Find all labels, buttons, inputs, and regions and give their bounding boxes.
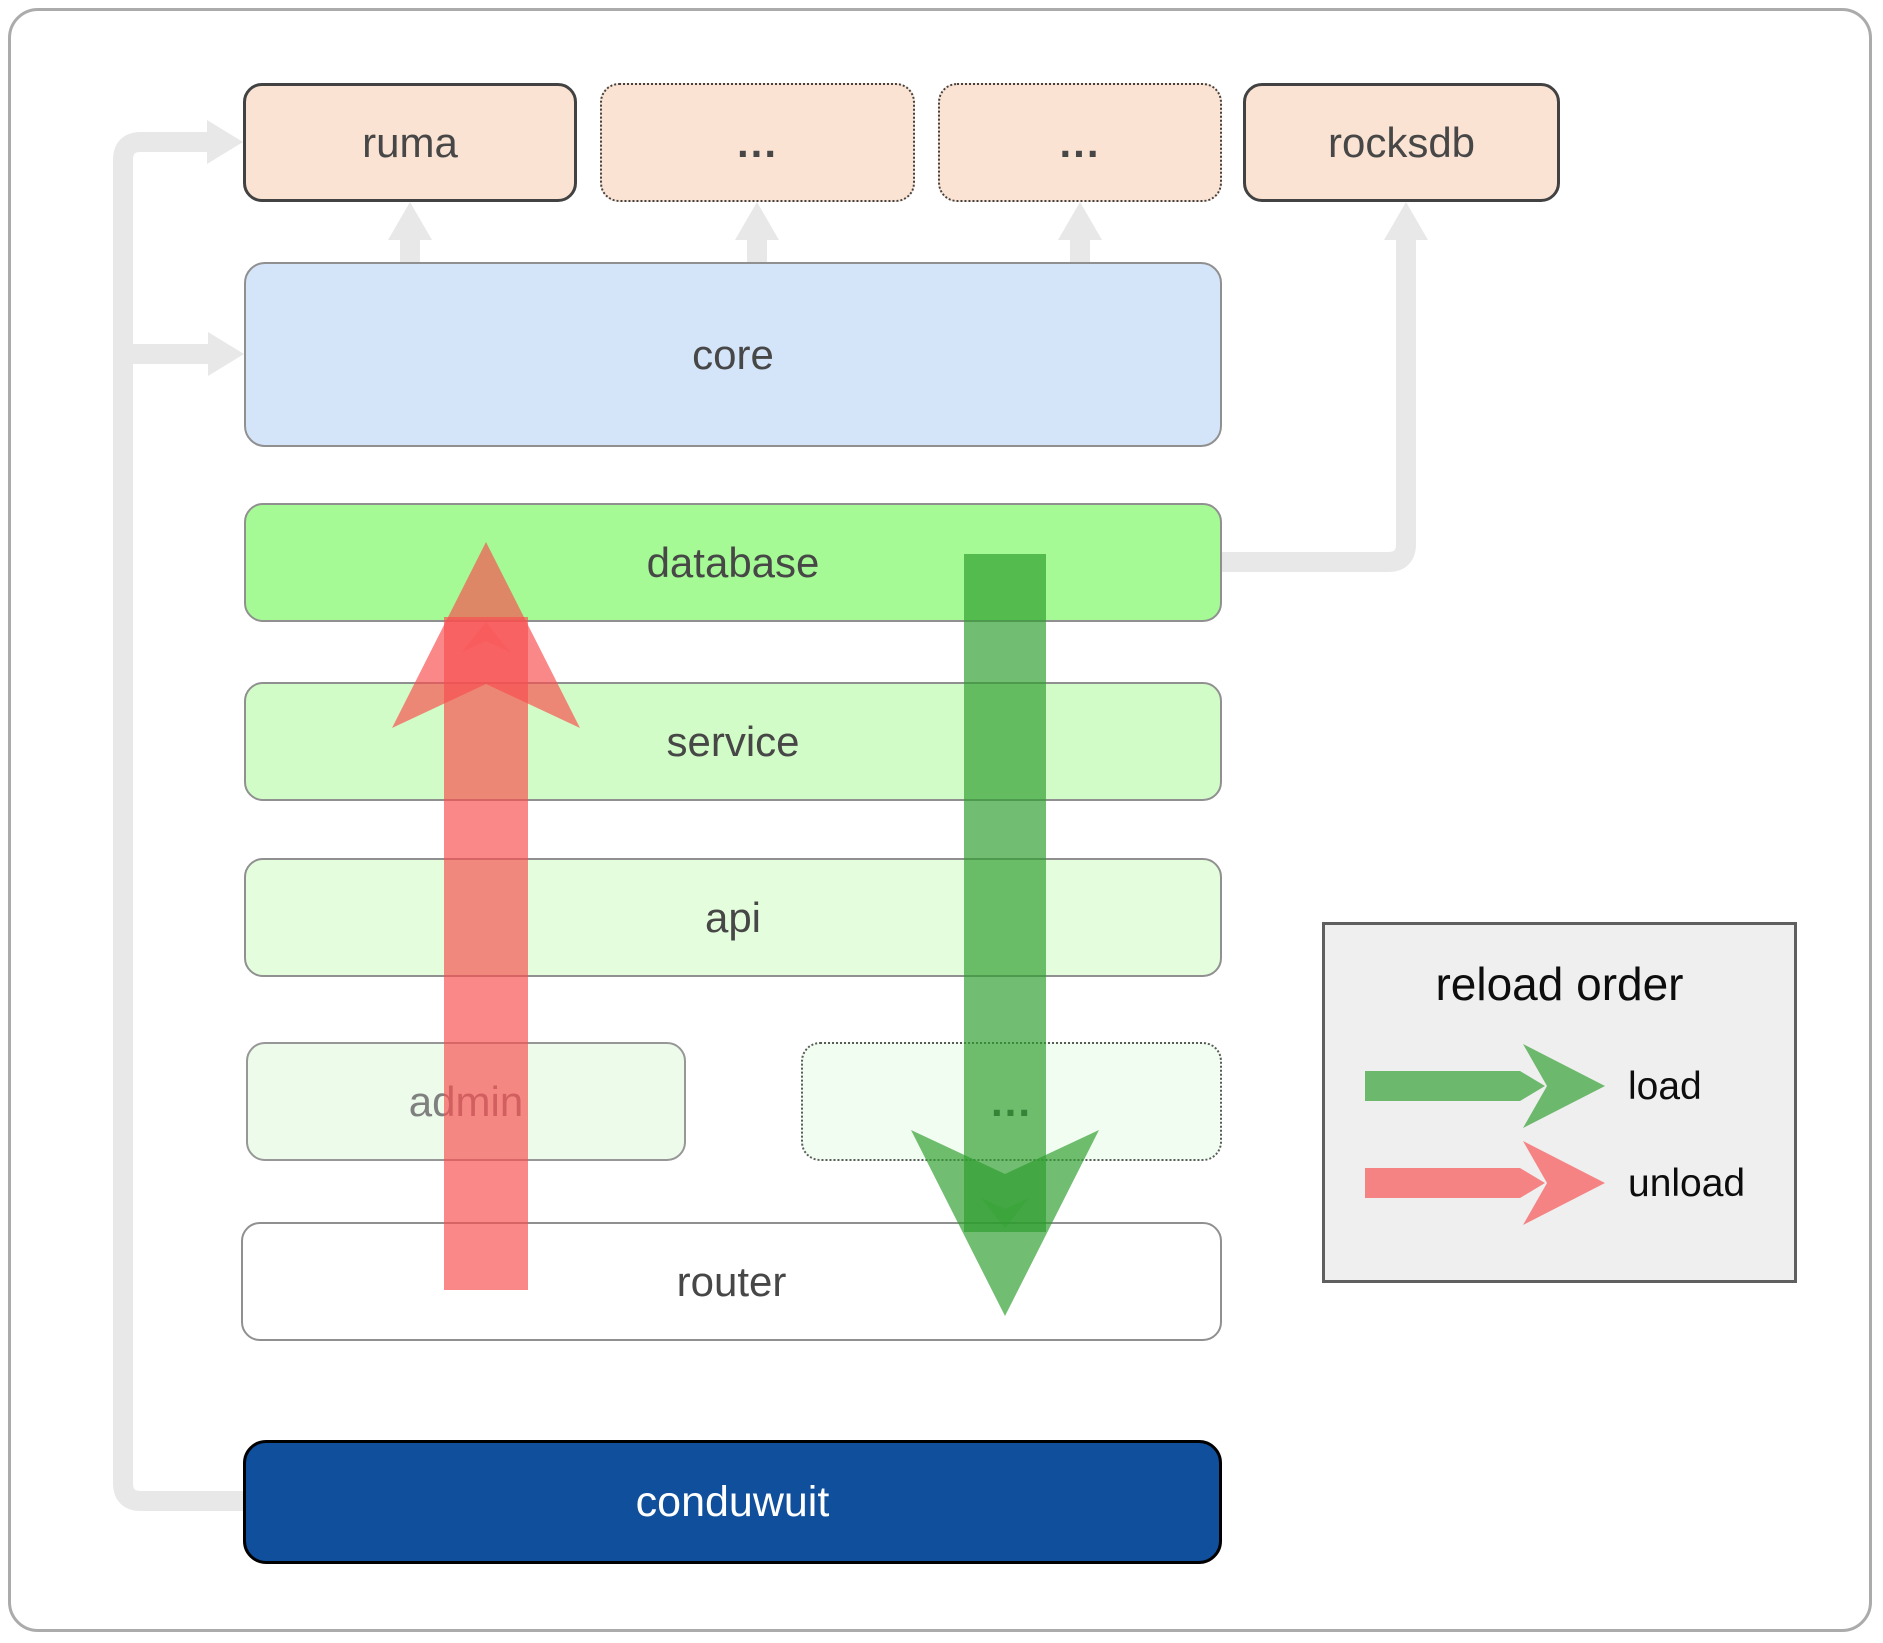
box-database: database — [244, 503, 1222, 622]
unload-arrow-icon — [1365, 1141, 1605, 1225]
box-core-label: core — [692, 330, 774, 378]
box-rocksdb-label: rocksdb — [1327, 118, 1476, 166]
box-service-label: service — [666, 717, 800, 765]
box-conduwuit-label: conduwuit — [635, 1477, 830, 1526]
box-ruma-label: ruma — [362, 118, 458, 166]
load-arrow-icon — [1365, 1044, 1605, 1128]
box-ellipsis-2: ... — [938, 83, 1222, 202]
box-rocksdb: rocksdb — [1243, 83, 1560, 202]
box-ellipsis-1-label: ... — [736, 118, 778, 166]
box-ellipsis-1: ... — [600, 83, 915, 202]
box-service: service — [244, 682, 1222, 801]
box-conduwuit: conduwuit — [243, 1440, 1222, 1564]
box-admin-label: admin — [408, 1077, 524, 1125]
box-admin-ellipsis: ... — [801, 1042, 1222, 1161]
legend-unload-label: unload — [1628, 1162, 1746, 1205]
legend-title: reload order — [1435, 958, 1684, 1010]
legend-load-label: load — [1628, 1065, 1702, 1108]
box-api-label: api — [704, 893, 762, 941]
box-database-label: database — [646, 538, 820, 586]
box-router: router — [241, 1222, 1222, 1341]
box-ellipsis-2-label: ... — [1059, 118, 1101, 166]
box-router-label: router — [676, 1257, 787, 1305]
box-admin: admin — [246, 1042, 686, 1161]
legend-reload-order: reload order load unload — [1322, 922, 1797, 1283]
box-core: core — [244, 262, 1222, 447]
box-api: api — [244, 858, 1222, 977]
box-admin-ellipsis-label: ... — [990, 1077, 1032, 1125]
diagram-outer-frame — [8, 8, 1872, 1632]
box-ruma: ruma — [243, 83, 577, 202]
